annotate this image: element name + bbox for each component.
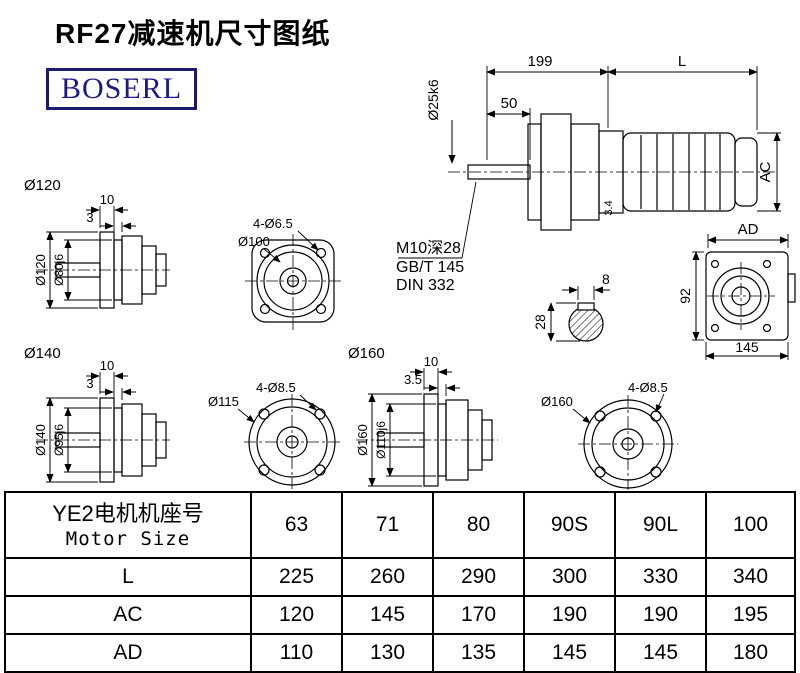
dim-hub-95: Ø95j6 bbox=[52, 424, 66, 456]
technical-drawing: 199 L 50 Ø25k6 AC 3.4 M10深28 GB/T 145 DI… bbox=[24, 53, 796, 490]
dim-50: 50 bbox=[501, 95, 518, 112]
cell-L-2: 290 bbox=[432, 557, 525, 597]
dim-3: 3 bbox=[86, 210, 93, 225]
dim-bolt-holes-115: 4-Ø8.5 bbox=[256, 380, 296, 395]
dim-10: 10 bbox=[100, 192, 114, 207]
brand-logo-text: BOSERL bbox=[61, 72, 183, 105]
dim-hub-80: Ø80j6 bbox=[52, 254, 66, 286]
cell-AC-0: 120 bbox=[250, 595, 343, 635]
dim-od-115: Ø115 bbox=[208, 394, 239, 409]
row-label-AC: AC bbox=[4, 595, 252, 635]
flange-100-face-view: 4-Ø6.5 Ø100 bbox=[238, 216, 341, 330]
cell-AD-3: 145 bbox=[523, 633, 616, 673]
cell-AC-4: 190 bbox=[614, 595, 707, 635]
motor-size-100: 100 bbox=[705, 491, 796, 559]
dim-145: 145 bbox=[735, 339, 759, 355]
dim-od-160-face: Ø160 bbox=[541, 394, 573, 409]
dim-92: 92 bbox=[677, 288, 693, 304]
dim-AD: AD bbox=[738, 221, 759, 238]
flange-140-label: Ø140 bbox=[24, 345, 61, 362]
note-tap-hole: M10深28 bbox=[396, 239, 461, 257]
table-header-row: YE2电机机座号 Motor Size 63 71 80 90S 90L 100 bbox=[4, 491, 796, 559]
cell-AD-1: 130 bbox=[341, 633, 434, 673]
cell-AC-1: 145 bbox=[341, 595, 434, 635]
dim-8: 8 bbox=[602, 271, 610, 287]
motor-size-90l: 90L bbox=[614, 491, 707, 559]
cell-L-5: 340 bbox=[705, 557, 796, 597]
motor-size-table: YE2电机机座号 Motor Size 63 71 80 90S 90L 100… bbox=[4, 491, 796, 673]
motor-size-header-cell: YE2电机机座号 Motor Size bbox=[4, 491, 252, 559]
dim-bolt-holes-100: 4-Ø6.5 bbox=[253, 216, 293, 231]
dim-hub-110: Ø110j6 bbox=[374, 421, 388, 459]
dim-od-120: Ø120 bbox=[33, 254, 48, 286]
motor-size-90s: 90S bbox=[523, 491, 616, 559]
dim-shaft-diameter: Ø25k6 bbox=[425, 79, 441, 120]
flange-160-side-view: Ø160 10 3.5 Ø160 Ø110j6 bbox=[348, 345, 498, 487]
motor-size-71: 71 bbox=[341, 491, 434, 559]
dim-10: 10 bbox=[424, 354, 438, 369]
flange-160-label: Ø160 bbox=[348, 345, 385, 362]
flange-120-label: Ø120 bbox=[24, 177, 61, 194]
dim-3-5: 3.5 bbox=[404, 372, 422, 387]
cell-AD-2: 135 bbox=[432, 633, 525, 673]
note-din-standard: DIN 332 bbox=[396, 277, 455, 294]
cell-L-3: 300 bbox=[523, 557, 616, 597]
brand-logo: BOSERL bbox=[46, 68, 198, 110]
cell-AD-0: 110 bbox=[250, 633, 343, 673]
dim-3-4: 3.4 bbox=[603, 200, 615, 215]
flange-115-face-view: Ø115 4-Ø8.5 bbox=[208, 380, 340, 489]
dim-od-140: Ø140 bbox=[33, 424, 48, 456]
table-row-AC: AC 120 145 170 190 190 195 bbox=[4, 595, 796, 635]
cell-AC-5: 195 bbox=[705, 595, 796, 635]
motor-size-63: 63 bbox=[250, 491, 343, 559]
cell-L-0: 225 bbox=[250, 557, 343, 597]
dim-L: L bbox=[678, 53, 686, 70]
dim-od-160: Ø160 bbox=[355, 424, 370, 456]
flange-120-side-view: Ø120 10 3 Ø120 Ø80j6 bbox=[24, 177, 170, 309]
dim-bolt-holes-160: 4-Ø8.5 bbox=[628, 380, 668, 395]
output-side-view: AD 92 145 bbox=[677, 221, 796, 360]
flange-140-side-view: Ø140 10 3 Ø140 Ø95j6 bbox=[24, 345, 170, 483]
dim-199: 199 bbox=[527, 53, 552, 70]
cell-AC-2: 170 bbox=[432, 595, 525, 635]
table-row-L: L 225 260 290 300 330 340 bbox=[4, 557, 796, 597]
cell-L-1: 260 bbox=[341, 557, 434, 597]
note-gb-standard: GB/T 145 bbox=[396, 259, 464, 276]
motor-size-header-en: Motor Size bbox=[65, 528, 191, 551]
cell-AD-4: 145 bbox=[614, 633, 707, 673]
dim-bc-100: Ø100 bbox=[238, 234, 270, 249]
dim-3: 3 bbox=[86, 376, 93, 391]
dim-10: 10 bbox=[100, 358, 114, 373]
main-assembly-drawing: 199 L 50 Ø25k6 AC 3.4 M10深28 GB/T 145 DI… bbox=[396, 53, 781, 294]
motor-size-header-cn: YE2电机机座号 bbox=[52, 500, 204, 526]
flange-160-face-view: Ø160 4-Ø8.5 bbox=[541, 380, 678, 490]
cell-L-4: 330 bbox=[614, 557, 707, 597]
cell-AC-3: 190 bbox=[523, 595, 616, 635]
dim-28: 28 bbox=[532, 314, 548, 330]
row-label-L: L bbox=[4, 557, 252, 597]
page-title: RF27减速机尺寸图纸 bbox=[55, 18, 331, 49]
row-label-AD: AD bbox=[4, 633, 252, 673]
motor-size-80: 80 bbox=[432, 491, 525, 559]
table-row-AD: AD 110 130 135 145 145 180 bbox=[4, 633, 796, 673]
cell-AD-5: 180 bbox=[705, 633, 796, 673]
shaft-key-section: 8 28 bbox=[532, 271, 610, 342]
dim-AC: AC bbox=[757, 161, 774, 182]
